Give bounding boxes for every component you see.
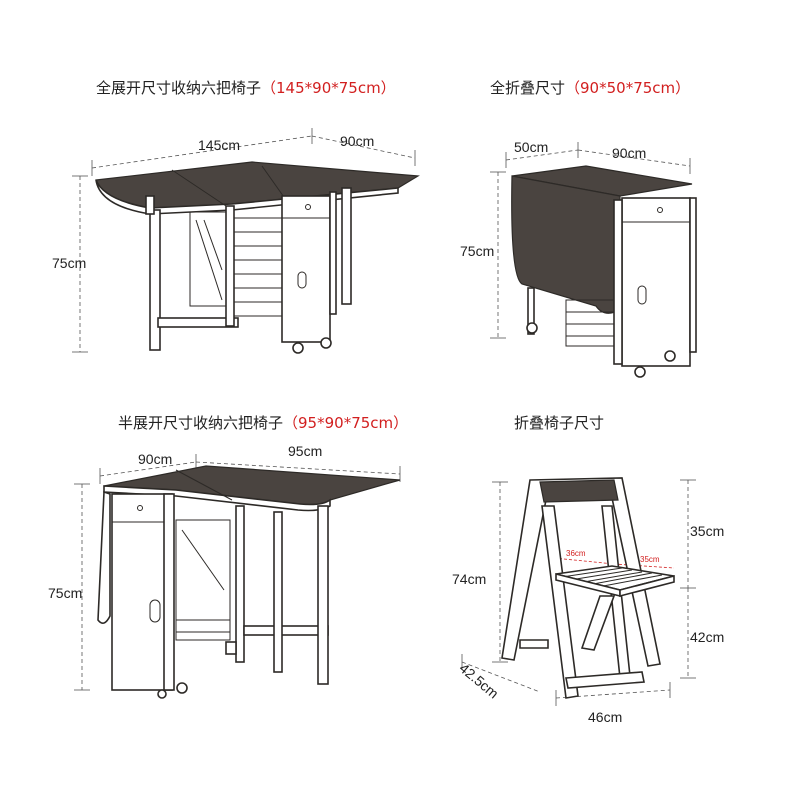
chair-total-height-label: 74cm <box>452 571 486 587</box>
chair-back-label: 35cm <box>690 523 724 539</box>
half-table-drawing <box>74 454 401 699</box>
full-depth-label: 90cm <box>340 133 374 149</box>
folded-height-label: 75cm <box>460 243 494 259</box>
full-length-label: 145cm <box>198 137 240 153</box>
chair-seat-height-label: 42cm <box>690 629 724 645</box>
chair-seat <box>555 565 675 598</box>
half-title-dims: （95*90*75cm） <box>283 414 409 432</box>
half-title-text: 半展开尺寸收纳六把椅子 <box>118 414 284 432</box>
chair-seat-width-label: 36cm <box>566 549 586 558</box>
chair-drawing <box>461 477 696 706</box>
chair-width-label: 46cm <box>588 709 622 725</box>
folded-title: 全折叠尺寸（90*50*75cm） <box>490 77 690 98</box>
folded-title-dims: （90*50*75cm） <box>565 79 691 97</box>
full-height-label: 75cm <box>52 255 86 271</box>
chair-depth-label: 42.5cm <box>456 660 501 702</box>
chair-title: 折叠椅子尺寸 <box>514 412 604 433</box>
full-title: 全展开尺寸收纳六把椅子（145*90*75cm） <box>96 77 396 98</box>
full-table-drawing <box>72 128 420 354</box>
half-title: 半展开尺寸收纳六把椅子（95*90*75cm） <box>118 412 408 433</box>
chair-title-text: 折叠椅子尺寸 <box>514 414 605 432</box>
half-depth-label: 90cm <box>138 451 172 467</box>
folded-table-drawing <box>490 142 697 378</box>
chair-seat-depth-label: 35cm <box>640 555 660 564</box>
full-title-dims: （145*90*75cm） <box>261 79 396 97</box>
folded-title-text: 全折叠尺寸 <box>490 79 566 97</box>
folded-depth-label: 90cm <box>612 145 646 161</box>
full-title-text: 全展开尺寸收纳六把椅子 <box>96 79 262 97</box>
half-length-label: 95cm <box>288 443 322 459</box>
half-height-label: 75cm <box>48 585 82 601</box>
folded-width-label: 50cm <box>514 139 548 155</box>
